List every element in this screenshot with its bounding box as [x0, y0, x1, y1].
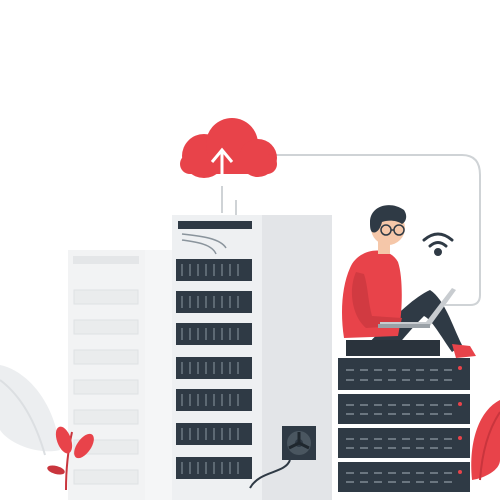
- main-server-rack: [172, 215, 332, 500]
- wifi-icon: [422, 232, 454, 256]
- faded-leaf-plant: [0, 365, 60, 456]
- background-server-rack: [68, 250, 173, 500]
- red-plant: [47, 426, 94, 491]
- person-with-laptop: [342, 205, 476, 358]
- fan-icon: [249, 426, 316, 489]
- cloud-upload-icon: [180, 118, 277, 186]
- red-leaf-plant: [471, 400, 500, 481]
- server-stack: [338, 358, 470, 492]
